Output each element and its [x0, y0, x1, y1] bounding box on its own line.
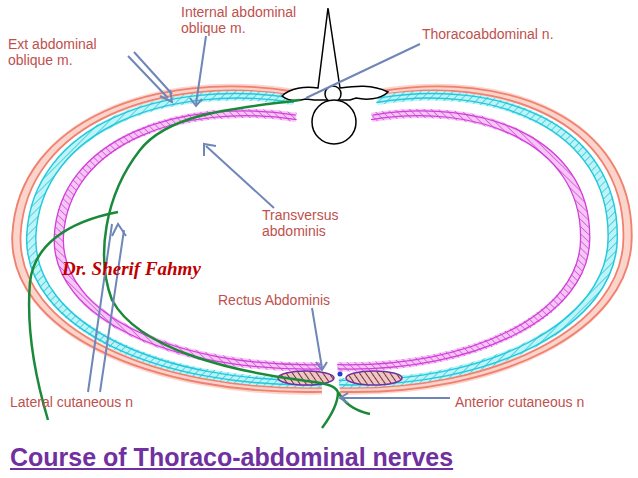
part-label: Internal abdominal oblique m. [181, 4, 316, 36]
part-label: Anterior cutaneous n [455, 394, 587, 410]
transversus-edge [63, 116, 580, 365]
internal-oblique-edge [27, 94, 618, 385]
part-label: Lateral cutaneous n [10, 394, 138, 410]
part-label: Transversus abdominis [262, 207, 354, 239]
part-label: Ext abdominal oblique m. [8, 36, 116, 68]
diagram-title: Course of Thoraco-abdominal nerves [10, 443, 453, 472]
internal-oblique-layer [31, 96, 613, 383]
part-label: Thoracoabdominal n. [422, 26, 554, 42]
vertebra [282, 8, 388, 144]
rectus-abdominis [278, 371, 402, 385]
watermark: Dr. Sherif Fahmy [62, 261, 201, 277]
transversus-edge [54, 111, 590, 369]
external-oblique-layer [12, 86, 631, 392]
thoracoabdominal-nerve [29, 100, 370, 428]
leader-line [88, 36, 450, 403]
part-label: Rectus Abdominis [218, 292, 330, 308]
